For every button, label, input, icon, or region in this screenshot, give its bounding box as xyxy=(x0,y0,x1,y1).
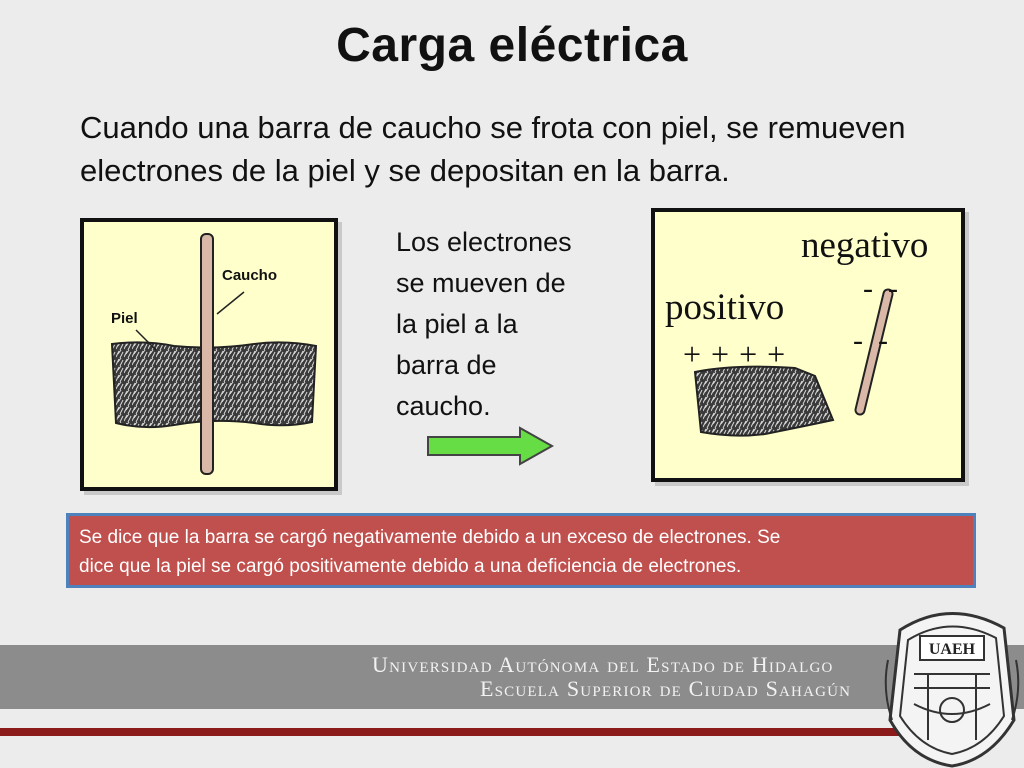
note-line-2: dice que la piel se cargó positivamente … xyxy=(79,556,742,577)
piel-label: Piel xyxy=(111,310,138,327)
school-name: Escuela Superior de Ciudad Sahagún xyxy=(480,676,852,701)
slide-title: Carga eléctrica xyxy=(336,19,688,72)
footer-accent-line xyxy=(0,728,900,736)
charged-fur xyxy=(693,365,835,437)
charged-objects-drawing xyxy=(693,288,894,437)
footer-band xyxy=(0,645,1024,709)
conclusion-note: Se dice que la barra se cargó negativame… xyxy=(66,513,976,588)
negative-charges-top: - - xyxy=(863,272,898,305)
negative-charges-bottom: - - xyxy=(853,324,888,357)
explanation-line-2: se mueven de xyxy=(396,268,566,298)
explanation-text: Los electrones se mueven de la piel a la… xyxy=(396,222,626,427)
fur-rod-illustration: Caucho Piel xyxy=(80,218,338,491)
university-name: Universidad Autónoma del Estado de Hidal… xyxy=(372,652,834,677)
positive-charges: + + + + xyxy=(683,336,787,372)
subtitle-line-1: Cuando una barra de caucho se frota con … xyxy=(80,110,906,145)
explanation-line-5: caucho. xyxy=(396,391,491,421)
right-arrow-icon xyxy=(427,426,555,466)
slide-subtitle: Cuando una barra de caucho se frota con … xyxy=(80,106,980,192)
uaeh-logo: UAEH xyxy=(884,612,1020,768)
caucho-pointer xyxy=(216,291,245,315)
caucho-label: Caucho xyxy=(222,267,278,284)
explanation-line-1: Los electrones xyxy=(396,227,572,257)
subtitle-line-2: electrones de la piel y se depositan en … xyxy=(80,153,730,188)
explanation-line-4: barra de xyxy=(396,350,497,380)
charged-objects-illustration: negativo positivo + + + + - - - - xyxy=(651,208,965,482)
charged-rod xyxy=(856,290,892,414)
rubber-rod xyxy=(200,233,214,475)
negativo-label: negativo xyxy=(801,225,929,266)
svg-text:UAEH: UAEH xyxy=(929,641,976,658)
explanation-line-3: la piel a la xyxy=(396,309,518,339)
fur-rod-drawing xyxy=(110,233,318,475)
institution-name: Universidad Autónoma del Estado de Hidal… xyxy=(372,652,892,701)
positivo-label: positivo xyxy=(665,287,785,328)
piel-pointer xyxy=(135,329,157,351)
note-line-1: Se dice que la barra se cargó negativame… xyxy=(79,527,781,548)
